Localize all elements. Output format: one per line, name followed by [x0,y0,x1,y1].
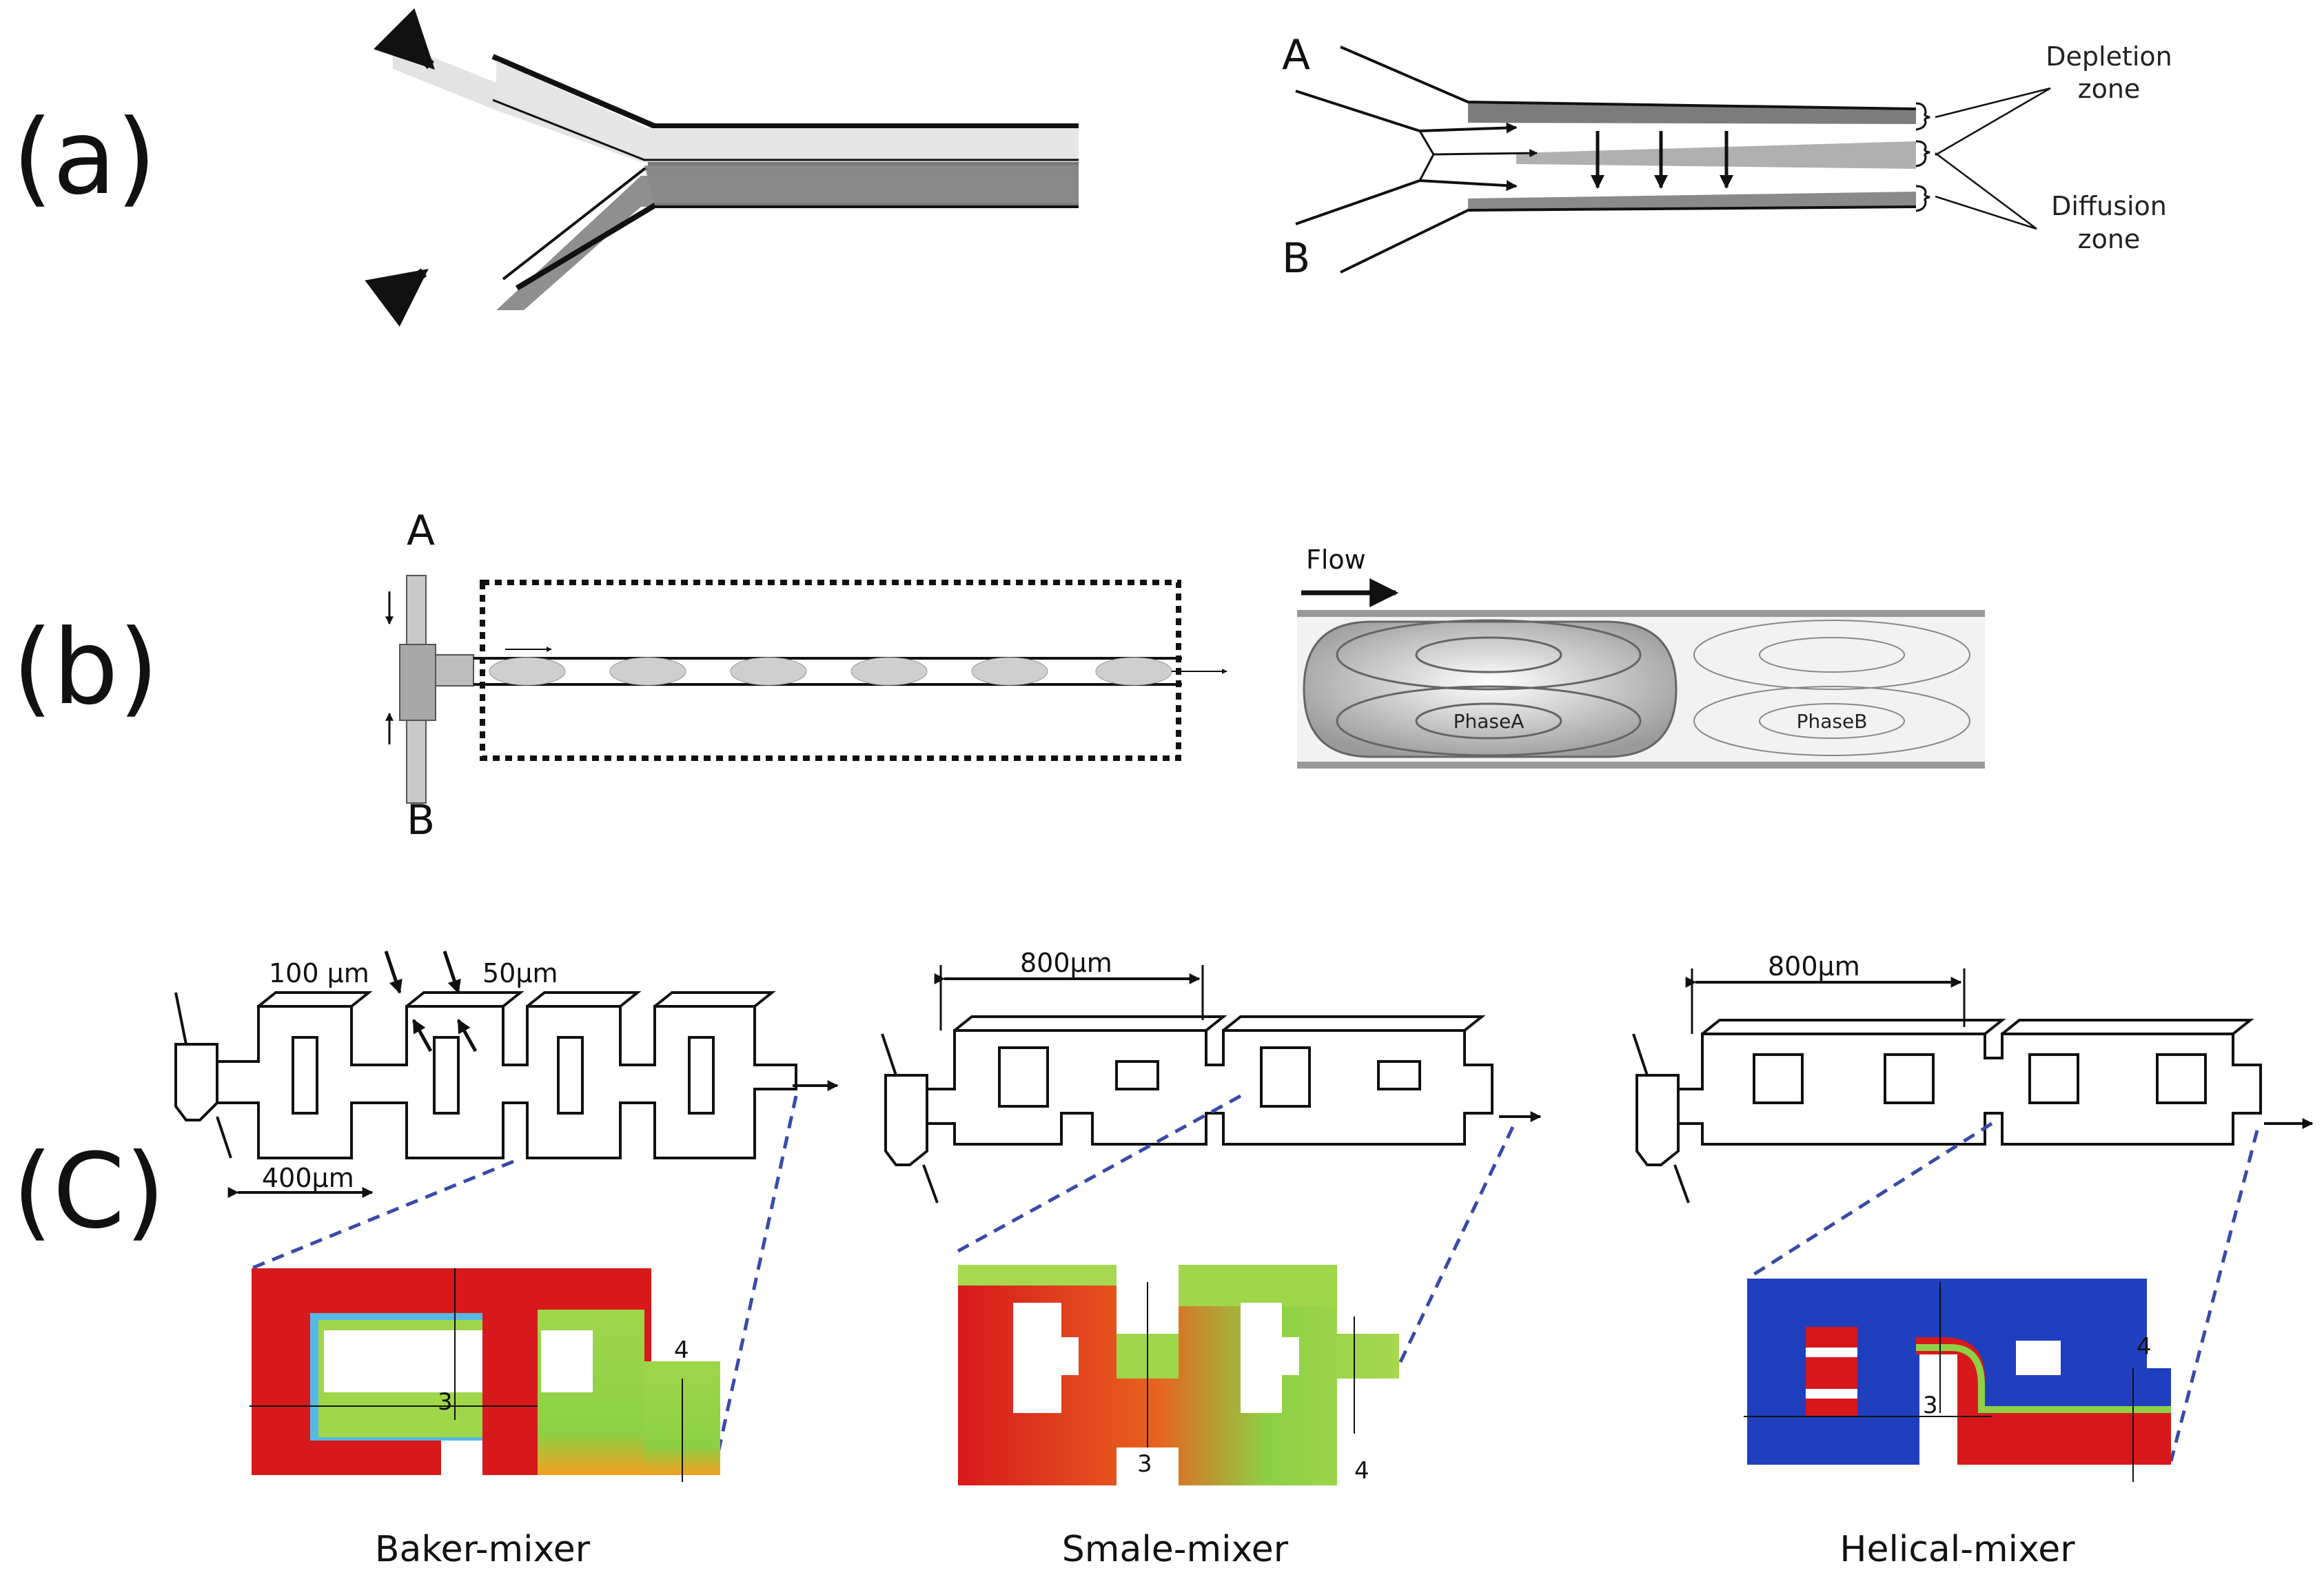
phase-a-label: PhaseA [1454,710,1525,733]
baker-mixer-caption: Baker-mixer [375,1529,591,1570]
y-junction-channel [393,41,1079,310]
inlet-b-label: B [1282,234,1310,283]
inlet-a-label: A [1282,31,1310,79]
smale-section-3: 3 [1137,1450,1152,1478]
helical-mixer-schematic [1632,968,2314,1203]
dim-400um: 400μm [262,1163,354,1193]
zoom-lines [251,1094,2259,1476]
baker-section-3: 3 [438,1388,453,1416]
inlet-top-arrow [373,8,435,70]
depletion-zone-label-1: Depletion [2046,41,2172,72]
panel-b: (b) A B [12,507,1985,844]
smale-mixer-caption: Smale-mixer [1062,1529,1289,1570]
inlet-a-label-b: A [407,507,435,555]
helical-mixer-caption: Helical-mixer [1839,1529,2075,1570]
panel-a-label: (a) [12,98,156,218]
dim-800um-smale: 800μm [1020,948,1112,978]
baker-mixer-schematic [174,951,839,1198]
flow-label: Flow [1306,545,1366,575]
diffusion-zone-label-2: zone [2078,224,2141,254]
dim-50um: 50μm [482,958,558,988]
inlet-bottom-arrow [365,268,429,327]
inlet-b-label-b: B [407,796,435,844]
t-junction-channel [385,575,1227,804]
panel-c: (C) 100 μm 50μm 400μm [12,948,2314,1570]
panel-c-label: (C) [12,1132,165,1252]
panel-b-label: (b) [12,608,159,728]
helical-section-3: 3 [1923,1392,1938,1419]
smale-section-4: 4 [1354,1457,1369,1485]
baker-section-4: 4 [674,1337,689,1364]
phase-b-label: PhaseB [1797,710,1868,733]
diffusion-zone-label-1: Diffusion [2051,191,2167,221]
smale-mixer-schematic [881,965,1542,1203]
depletion-zone-label-2: zone [2078,74,2141,104]
smale-simulation [958,1265,1399,1485]
dim-100um: 100 μm [269,958,369,988]
panel-a: (a) [12,8,2172,327]
helical-section-4: 4 [2137,1333,2152,1361]
slug-flow-schematic [1297,578,1985,769]
dim-800um-helical: 800μm [1768,951,1860,982]
diffusion-schematic [1295,45,2051,274]
helical-simulation [1744,1279,2171,1482]
baker-simulation [249,1268,720,1482]
